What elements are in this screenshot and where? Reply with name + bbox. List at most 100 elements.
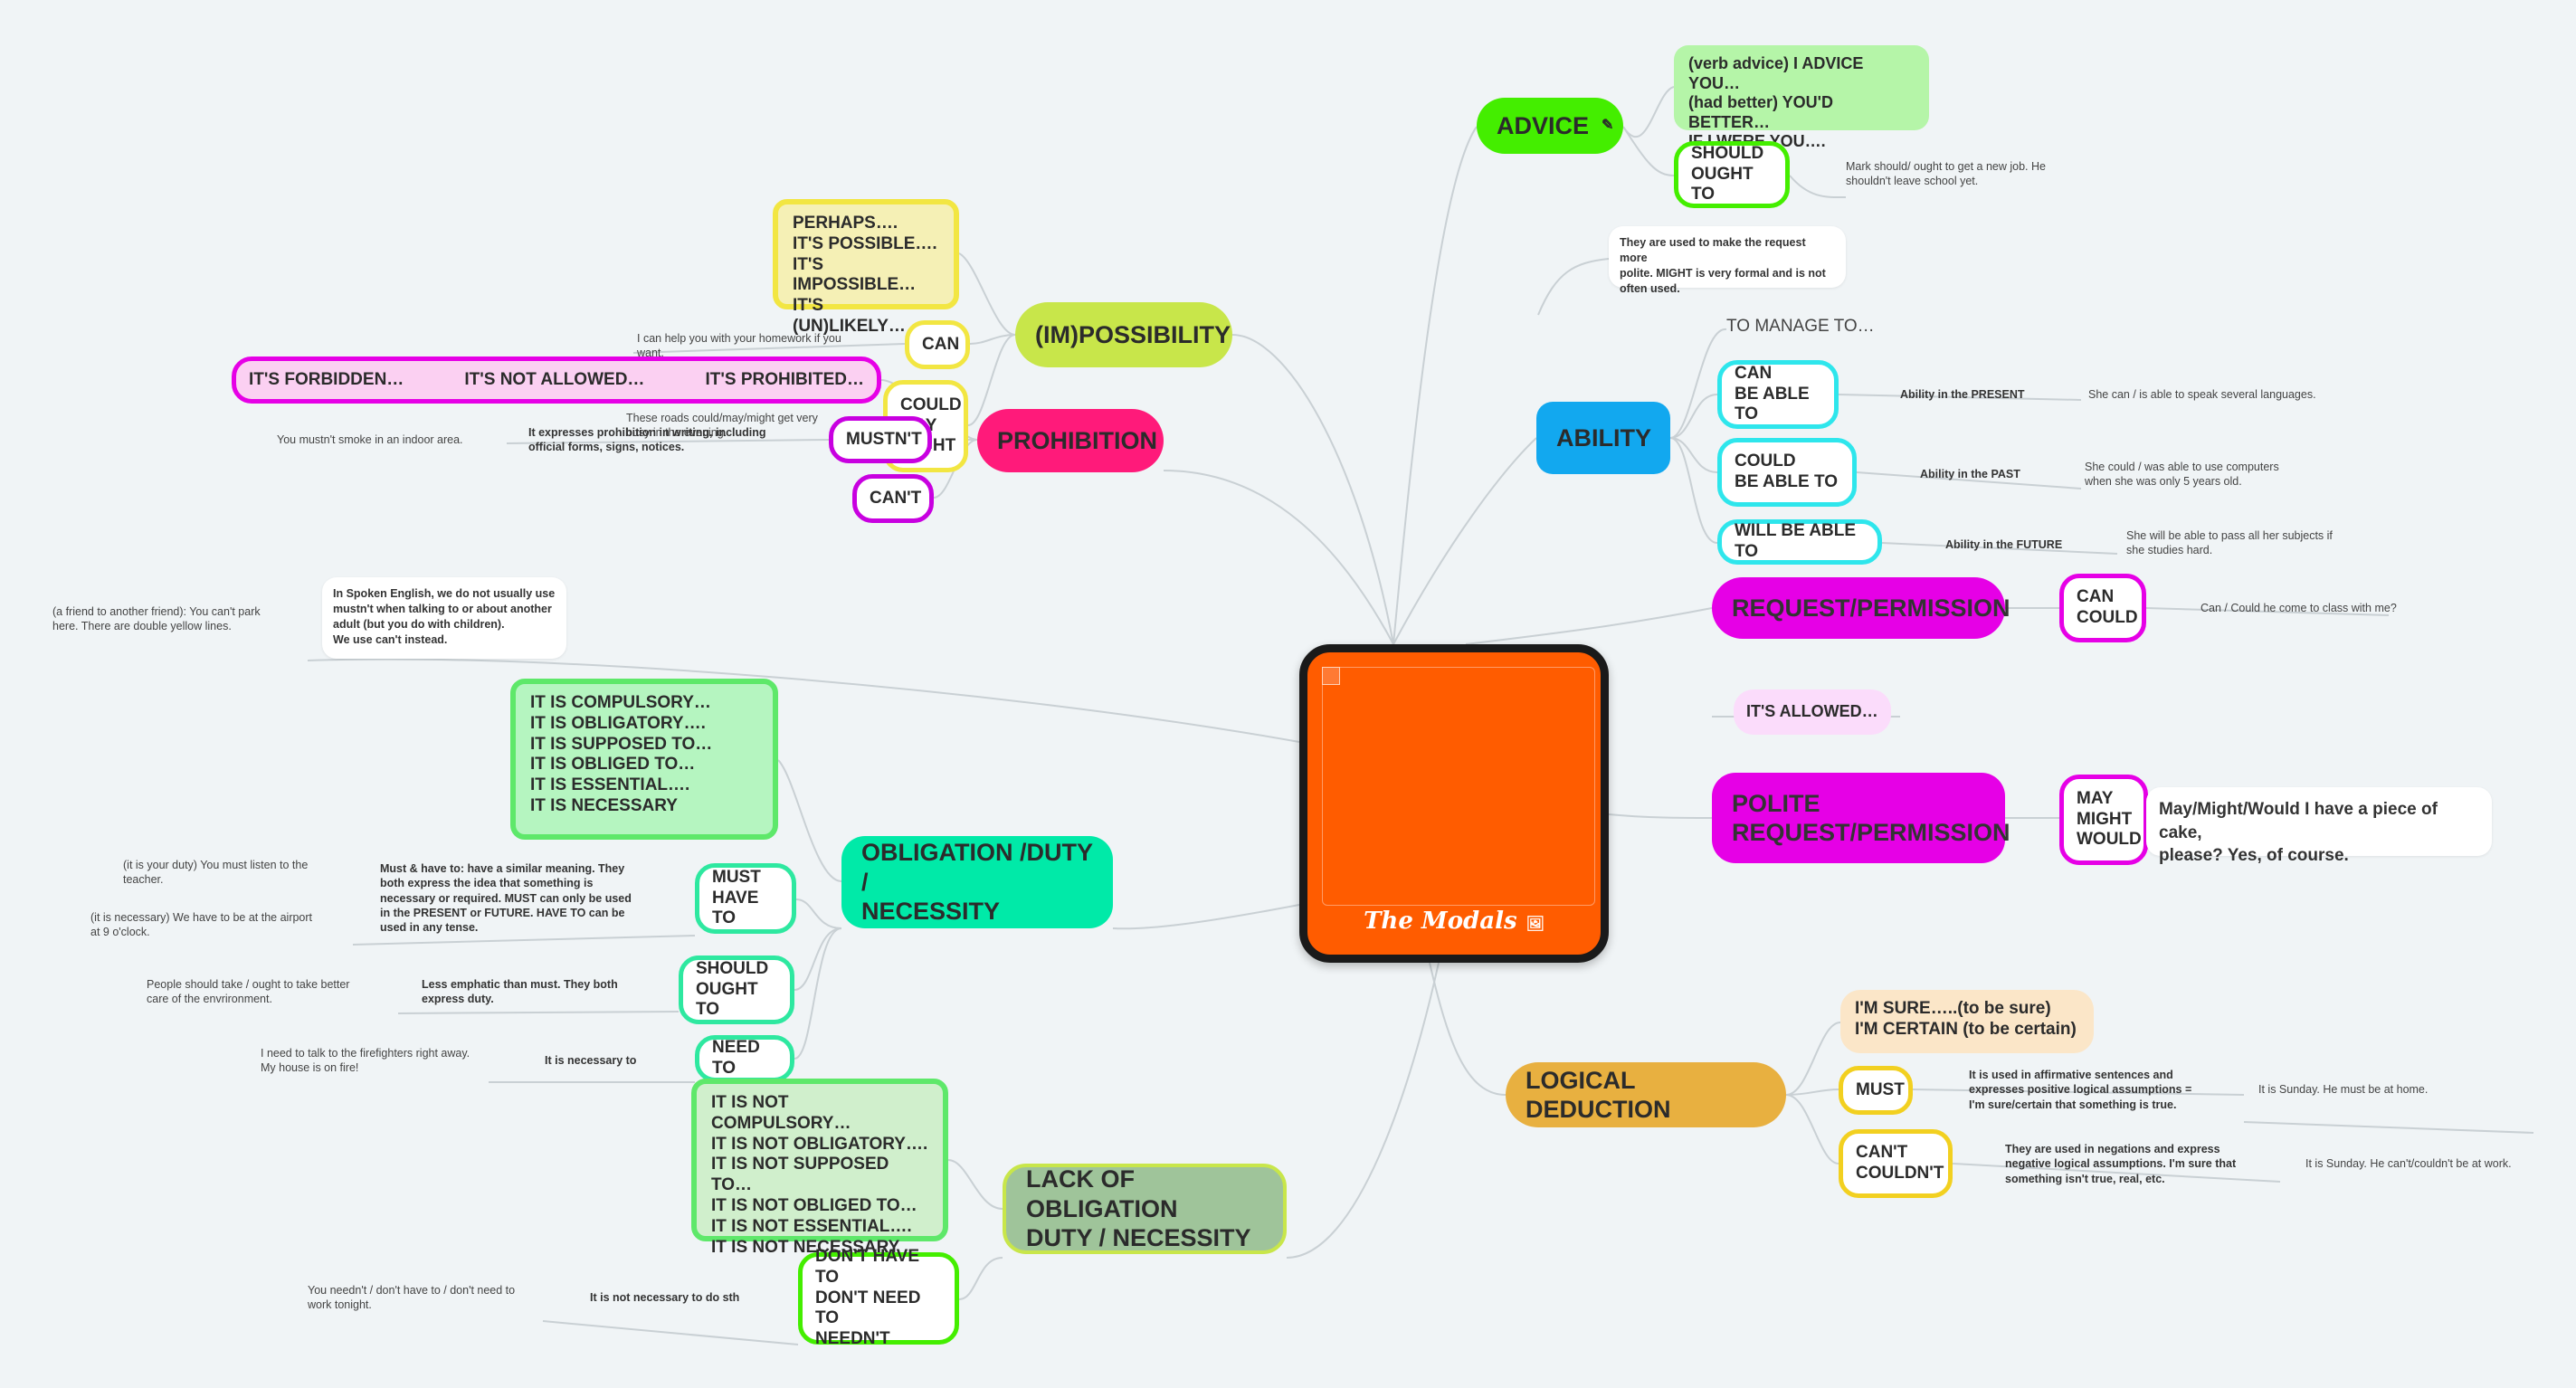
ability-will[interactable]: WILL BE ABLE TO [1717, 519, 1882, 565]
lack-dont-desc: It is not necessary to do sth [590, 1291, 740, 1304]
connector-line [542, 1320, 799, 1345]
lack-dont-have-to[interactable]: DON'T HAVE TO DON'T NEED TO NEEDN'T [798, 1247, 959, 1348]
topic-advice-label: ADVICE [1497, 111, 1590, 139]
ability-could-desc: Ability in the PAST [1920, 468, 2020, 480]
central-image-frame [1322, 667, 1595, 906]
connector-line [1785, 1089, 1839, 1096]
connector-line [1912, 1089, 2245, 1096]
topic-polite-request[interactable]: POLITE REQUEST/PERMISSION [1712, 773, 2010, 863]
advice-phrases[interactable]: (verb advice) I ADVICE YOU… (had better)… [1674, 45, 1929, 150]
deduction-must[interactable]: MUST [1839, 1066, 1913, 1115]
connector-line [632, 343, 906, 354]
connector-line [1669, 394, 1718, 439]
connector-line [969, 334, 1016, 345]
connector-line [1231, 334, 1394, 645]
spoken-english-example: (a friend to another friend): You can't … [52, 605, 261, 633]
prohibition-phrases[interactable]: IT'S FORBIDDEN… IT'S NOT ALLOWED… IT'S P… [232, 357, 881, 404]
connector-line [1881, 542, 2118, 555]
obligation-should-desc: Less emphatic than must. They both expre… [422, 978, 618, 1006]
connector-line [1465, 607, 1713, 645]
central-topic[interactable]: The Modals🖼 [1299, 644, 1609, 963]
connector-line [1856, 471, 2082, 490]
prohibition-mustnt-example: You mustn't smoke in an indoor area. [277, 433, 463, 446]
connector-line [506, 439, 830, 444]
deduction-must-desc: It is used in affirmative sentences and … [1969, 1069, 2192, 1111]
request-can-could[interactable]: CAN COULD [2059, 574, 2146, 642]
spoken-english-note-card: In Spoken English, we do not usually use… [322, 577, 566, 659]
connector-line [1785, 1094, 1839, 1165]
prohibition-mustnt[interactable]: MUSTN'T [829, 416, 932, 463]
connector-line [1669, 437, 1718, 544]
connector-line [958, 1257, 1003, 1300]
deduction-cant-couldnt[interactable]: CAN'T COULDN'T [1839, 1129, 1953, 1198]
obligation-need-desc: It is necessary to [545, 1054, 637, 1067]
obligation-must-have-to[interactable]: MUST HAVE TO [695, 863, 796, 934]
connector-line [1112, 904, 1300, 930]
prohibition-cant[interactable]: CAN'T [852, 474, 934, 523]
topic-advice[interactable]: ADVICE ✎ [1477, 98, 1623, 154]
image-icon: 🖼 [1526, 915, 1545, 932]
topic-prohibition[interactable]: PROHIBITION [977, 409, 1164, 472]
request-example: Can / Could he come to class with me? [2201, 602, 2397, 614]
connector-line [1608, 813, 1713, 819]
connector-line [947, 1159, 1003, 1210]
polite-example-card: May/Might/Would I have a piece of cake, … [2146, 787, 2492, 865]
topic-ability[interactable]: ABILITY [1536, 402, 1670, 474]
connector-line [1393, 126, 1478, 645]
connector-line [1952, 1163, 2281, 1183]
deduction-phrases[interactable]: I'M SURE…..(to be sure) I'M CERTAIN (to … [1840, 990, 2094, 1053]
connector-line [1785, 1022, 1841, 1096]
prohibition-phrase-not-allowed: IT'S NOT ALLOWED… [464, 369, 645, 389]
obligation-need-to[interactable]: NEED TO [695, 1035, 794, 1082]
connector-line [794, 927, 842, 991]
deduction-must-example: It is Sunday. He must be at home. [2258, 1083, 2429, 1096]
connector-line [2243, 1121, 2534, 1134]
obligation-should-example: People should take / ought to take bette… [147, 978, 350, 1006]
connector-line [967, 334, 1016, 426]
advice-example: Mark should/ ought to get a new job. He … [1846, 160, 2046, 188]
ability-could[interactable]: COULD BE ABLE TO [1717, 438, 1857, 507]
polite-may-might-would[interactable]: MAY MIGHT WOULD [2059, 775, 2148, 865]
topic-impossibility[interactable]: (IM)POSSIBILITY [1015, 302, 1232, 367]
obligation-phrases[interactable]: IT IS COMPULSORY… IT IS OBLIGATORY…. IT … [510, 679, 778, 840]
note-icon[interactable]: ✎ [1602, 118, 1614, 134]
lack-phrases[interactable]: IT IS NOT COMPULSORY… IT IS NOT OBLIGATO… [691, 1079, 948, 1257]
connector-line [1537, 258, 1610, 316]
ability-could-example: She could / was able to use computers wh… [2085, 461, 2279, 489]
connector-line [1622, 126, 1675, 176]
connector-line [307, 658, 1300, 743]
advice-should-ought[interactable]: SHOULD OUGHT TO [1674, 141, 1790, 208]
ability-will-desc: Ability in the FUTURE [1945, 538, 2063, 551]
might-note-card: They are used to make the request more p… [1609, 226, 1846, 295]
ability-can-example: She can / is able to speak several langu… [2088, 388, 2316, 401]
connector-line [1622, 86, 1675, 138]
broken-image-icon [1322, 667, 1340, 685]
connector-line [794, 927, 842, 1060]
obligation-must-example-2: (it is necessary) We have to be at the a… [90, 911, 313, 939]
connector-line [1669, 437, 1718, 473]
ability-can-desc: Ability in the PRESENT [1900, 388, 2025, 401]
topic-request-permission[interactable]: REQUEST/PERMISSION [1712, 577, 2010, 639]
deduction-cant-desc: They are used in negations and express n… [2005, 1143, 2237, 1185]
topic-obligation[interactable]: OBLIGATION /DUTY / NECESSITY [841, 836, 1113, 928]
connector-line [1789, 175, 1847, 199]
possibility-can[interactable]: CAN [905, 320, 970, 369]
topic-logical-deduction[interactable]: LOGICAL DEDUCTION [1506, 1062, 1786, 1127]
connector-line [397, 1011, 680, 1014]
allowed-phrase[interactable]: IT'S ALLOWED… [1734, 689, 1891, 735]
connector-line [1838, 394, 2082, 401]
connector-line [795, 898, 842, 929]
ability-manage-to: TO MANAGE TO… [1726, 317, 1875, 336]
possibility-could-example: These roads could/may/might get very bus… [626, 412, 818, 440]
topic-lack-of-obligation[interactable]: LACK OF OBLIGATION DUTY / NECESSITY [1003, 1164, 1287, 1254]
prohibition-phrase-prohibited: IT'S PROHIBITED… [705, 369, 864, 389]
prohibition-phrase-forbidden: IT'S FORBIDDEN… [249, 369, 404, 389]
possibility-phrases[interactable]: PERHAPS…. IT'S POSSIBLE…. IT'S IMPOSSIBL… [773, 199, 959, 336]
connector-line [777, 759, 842, 882]
connector-line [352, 935, 696, 946]
connector-line [1163, 470, 1394, 645]
central-title: The Modals🖼 [1307, 908, 1601, 935]
obligation-should-ought[interactable]: SHOULD OUGHT TO [679, 955, 794, 1024]
ability-can[interactable]: CAN BE ABLE TO [1717, 360, 1839, 429]
